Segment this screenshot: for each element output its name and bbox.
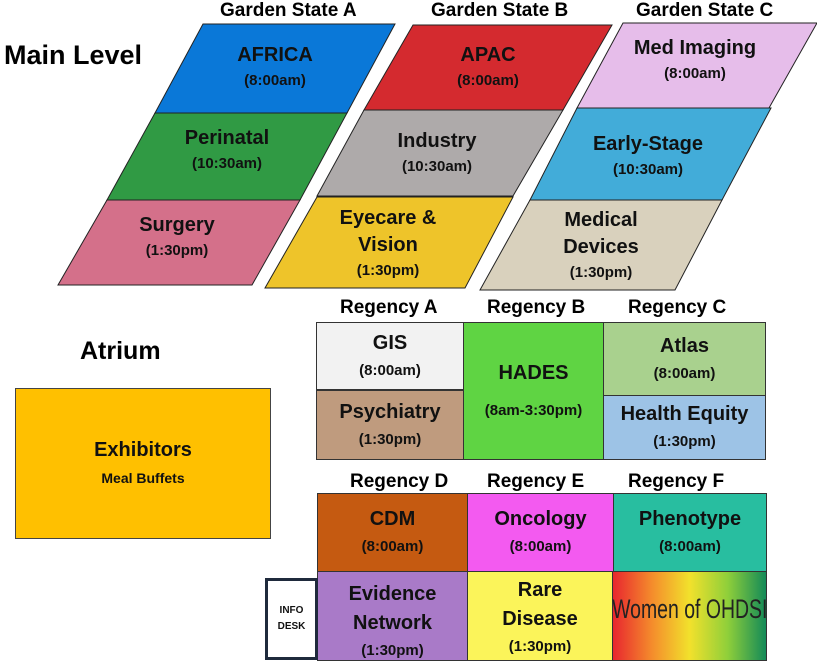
header-regency-f: Regency F	[628, 471, 725, 492]
apac-label: APAC(8:00am)	[457, 44, 519, 89]
header-garden-state-a: Garden State A	[220, 0, 357, 21]
header-garden-state-b: Garden State B	[431, 0, 569, 21]
room-oncology[interactable]: Oncology(8:00am)	[467, 493, 614, 572]
room-gis[interactable]: GIS(8:00am)	[316, 322, 464, 390]
perinatal-label: Perinatal(10:30am)	[184, 127, 270, 172]
med-imaging-label: Med Imaging(8:00am)	[633, 37, 757, 82]
eyecare-label: Eyecare &Vision(1:30pm)	[339, 207, 437, 279]
industry-label: Industry(10:30am)	[397, 130, 477, 175]
room-cdm[interactable]: CDM(8:00am)	[317, 493, 468, 572]
room-surgery[interactable]	[57, 199, 301, 286]
africa-label: AFRICA(8:00am)	[237, 44, 313, 89]
header-garden-state-c: Garden State C	[636, 0, 774, 21]
room-phenotype[interactable]: Phenotype(8:00am)	[613, 493, 767, 572]
room-industry[interactable]	[316, 109, 564, 197]
early-stage-label: Early-Stage(10:30am)	[592, 133, 704, 178]
header-regency-c: Regency C	[628, 297, 727, 318]
room-hades[interactable]: HADES(8am-3:30pm)	[463, 322, 604, 460]
room-health-equity[interactable]: Health Equity(1:30pm)	[603, 395, 766, 460]
header-regency-a: Regency A	[340, 297, 438, 318]
room-women-of-ohdsi[interactable]: Women of OHDSI	[612, 571, 767, 661]
main-level-map	[57, 22, 817, 291]
header-regency-e: Regency E	[487, 471, 585, 492]
header-regency-b: Regency B	[487, 297, 586, 318]
surgery-label: Surgery(1:30pm)	[139, 214, 215, 259]
room-atlas[interactable]: Atlas(8:00am)	[603, 322, 766, 396]
room-medical-devices[interactable]	[479, 199, 723, 291]
header-regency-d: Regency D	[350, 471, 449, 492]
atrium-label: Atrium	[80, 337, 161, 365]
main-level-label: Main Level	[4, 40, 143, 70]
room-eyecare[interactable]	[264, 196, 514, 289]
room-psychiatry[interactable]: Psychiatry(1:30pm)	[316, 390, 464, 460]
